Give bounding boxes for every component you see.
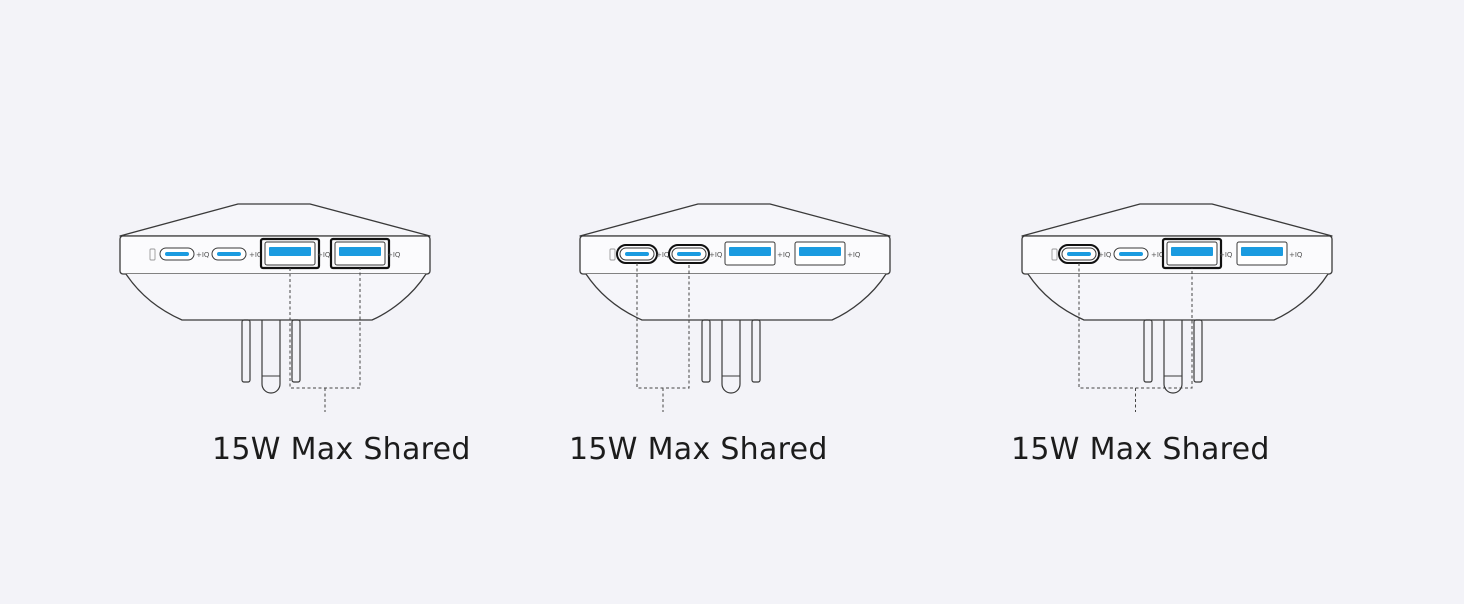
charger-top-face (119, 203, 431, 237)
charger-body (125, 273, 427, 321)
usb-a-1-port-contact (729, 247, 771, 256)
plug-ground-pin (261, 320, 281, 394)
indicator-led (1051, 248, 1058, 261)
charger-2-caption: 15W Max Shared (569, 432, 828, 467)
usb-a-2-port-contact (799, 247, 841, 256)
charger-1: +IQ +IQ +IQ +IQ (119, 203, 431, 412)
plug-prong-right (1193, 319, 1203, 383)
usb-a-2-port-contact (339, 247, 381, 256)
usb-c-1-iq-label: +IQ (656, 251, 670, 259)
indicator-led (609, 248, 616, 261)
usb-a-1-port-contact (269, 247, 311, 256)
charger-body (1027, 273, 1329, 321)
usb-c-1-port-contact (165, 252, 189, 256)
usb-a-1-iq-label: +IQ (317, 251, 331, 259)
usb-a-2-iq-label: +IQ (1289, 251, 1303, 259)
plug-prong-left (241, 319, 251, 383)
charger-3: +IQ +IQ +IQ +IQ (1021, 203, 1333, 412)
plug-prong-right (751, 319, 761, 383)
usb-c-1-port-contact (1067, 252, 1091, 256)
usb-a-2-iq-label: +IQ (387, 251, 401, 259)
charger-top-face (579, 203, 891, 237)
usb-c-2-port-contact (677, 252, 701, 256)
plug-prong-right (291, 319, 301, 383)
usb-c-2-port-contact (217, 252, 241, 256)
charger-2: +IQ +IQ +IQ +IQ (579, 203, 891, 412)
usb-c-1-iq-label: +IQ (196, 251, 210, 259)
usb-c-2-iq-label: +IQ (709, 251, 723, 259)
charger-3-caption: 15W Max Shared (1011, 432, 1270, 467)
plug-prong-left (701, 319, 711, 383)
usb-a-2-iq-label: +IQ (847, 251, 861, 259)
usb-c-2-highlight (668, 244, 710, 264)
usb-a-2-port-contact (1241, 247, 1283, 256)
charger-body (585, 273, 887, 321)
usb-c-1-iq-label: +IQ (1098, 251, 1112, 259)
plug-prong-left (1143, 319, 1153, 383)
usb-c-2-port-contact (1119, 252, 1143, 256)
charger-1-caption: 15W Max Shared (212, 432, 471, 467)
usb-a-1-port-contact (1171, 247, 1213, 256)
usb-c-2-iq-label: +IQ (1151, 251, 1165, 259)
usb-c-2-iq-label: +IQ (249, 251, 263, 259)
plug-ground-pin (721, 320, 741, 394)
usb-c-1-port-contact (625, 252, 649, 256)
usb-a-1-iq-label: +IQ (1219, 251, 1233, 259)
usb-a-1-iq-label: +IQ (777, 251, 791, 259)
charger-top-face (1021, 203, 1333, 237)
indicator-led (149, 248, 156, 261)
plug-ground-pin (1163, 320, 1183, 394)
